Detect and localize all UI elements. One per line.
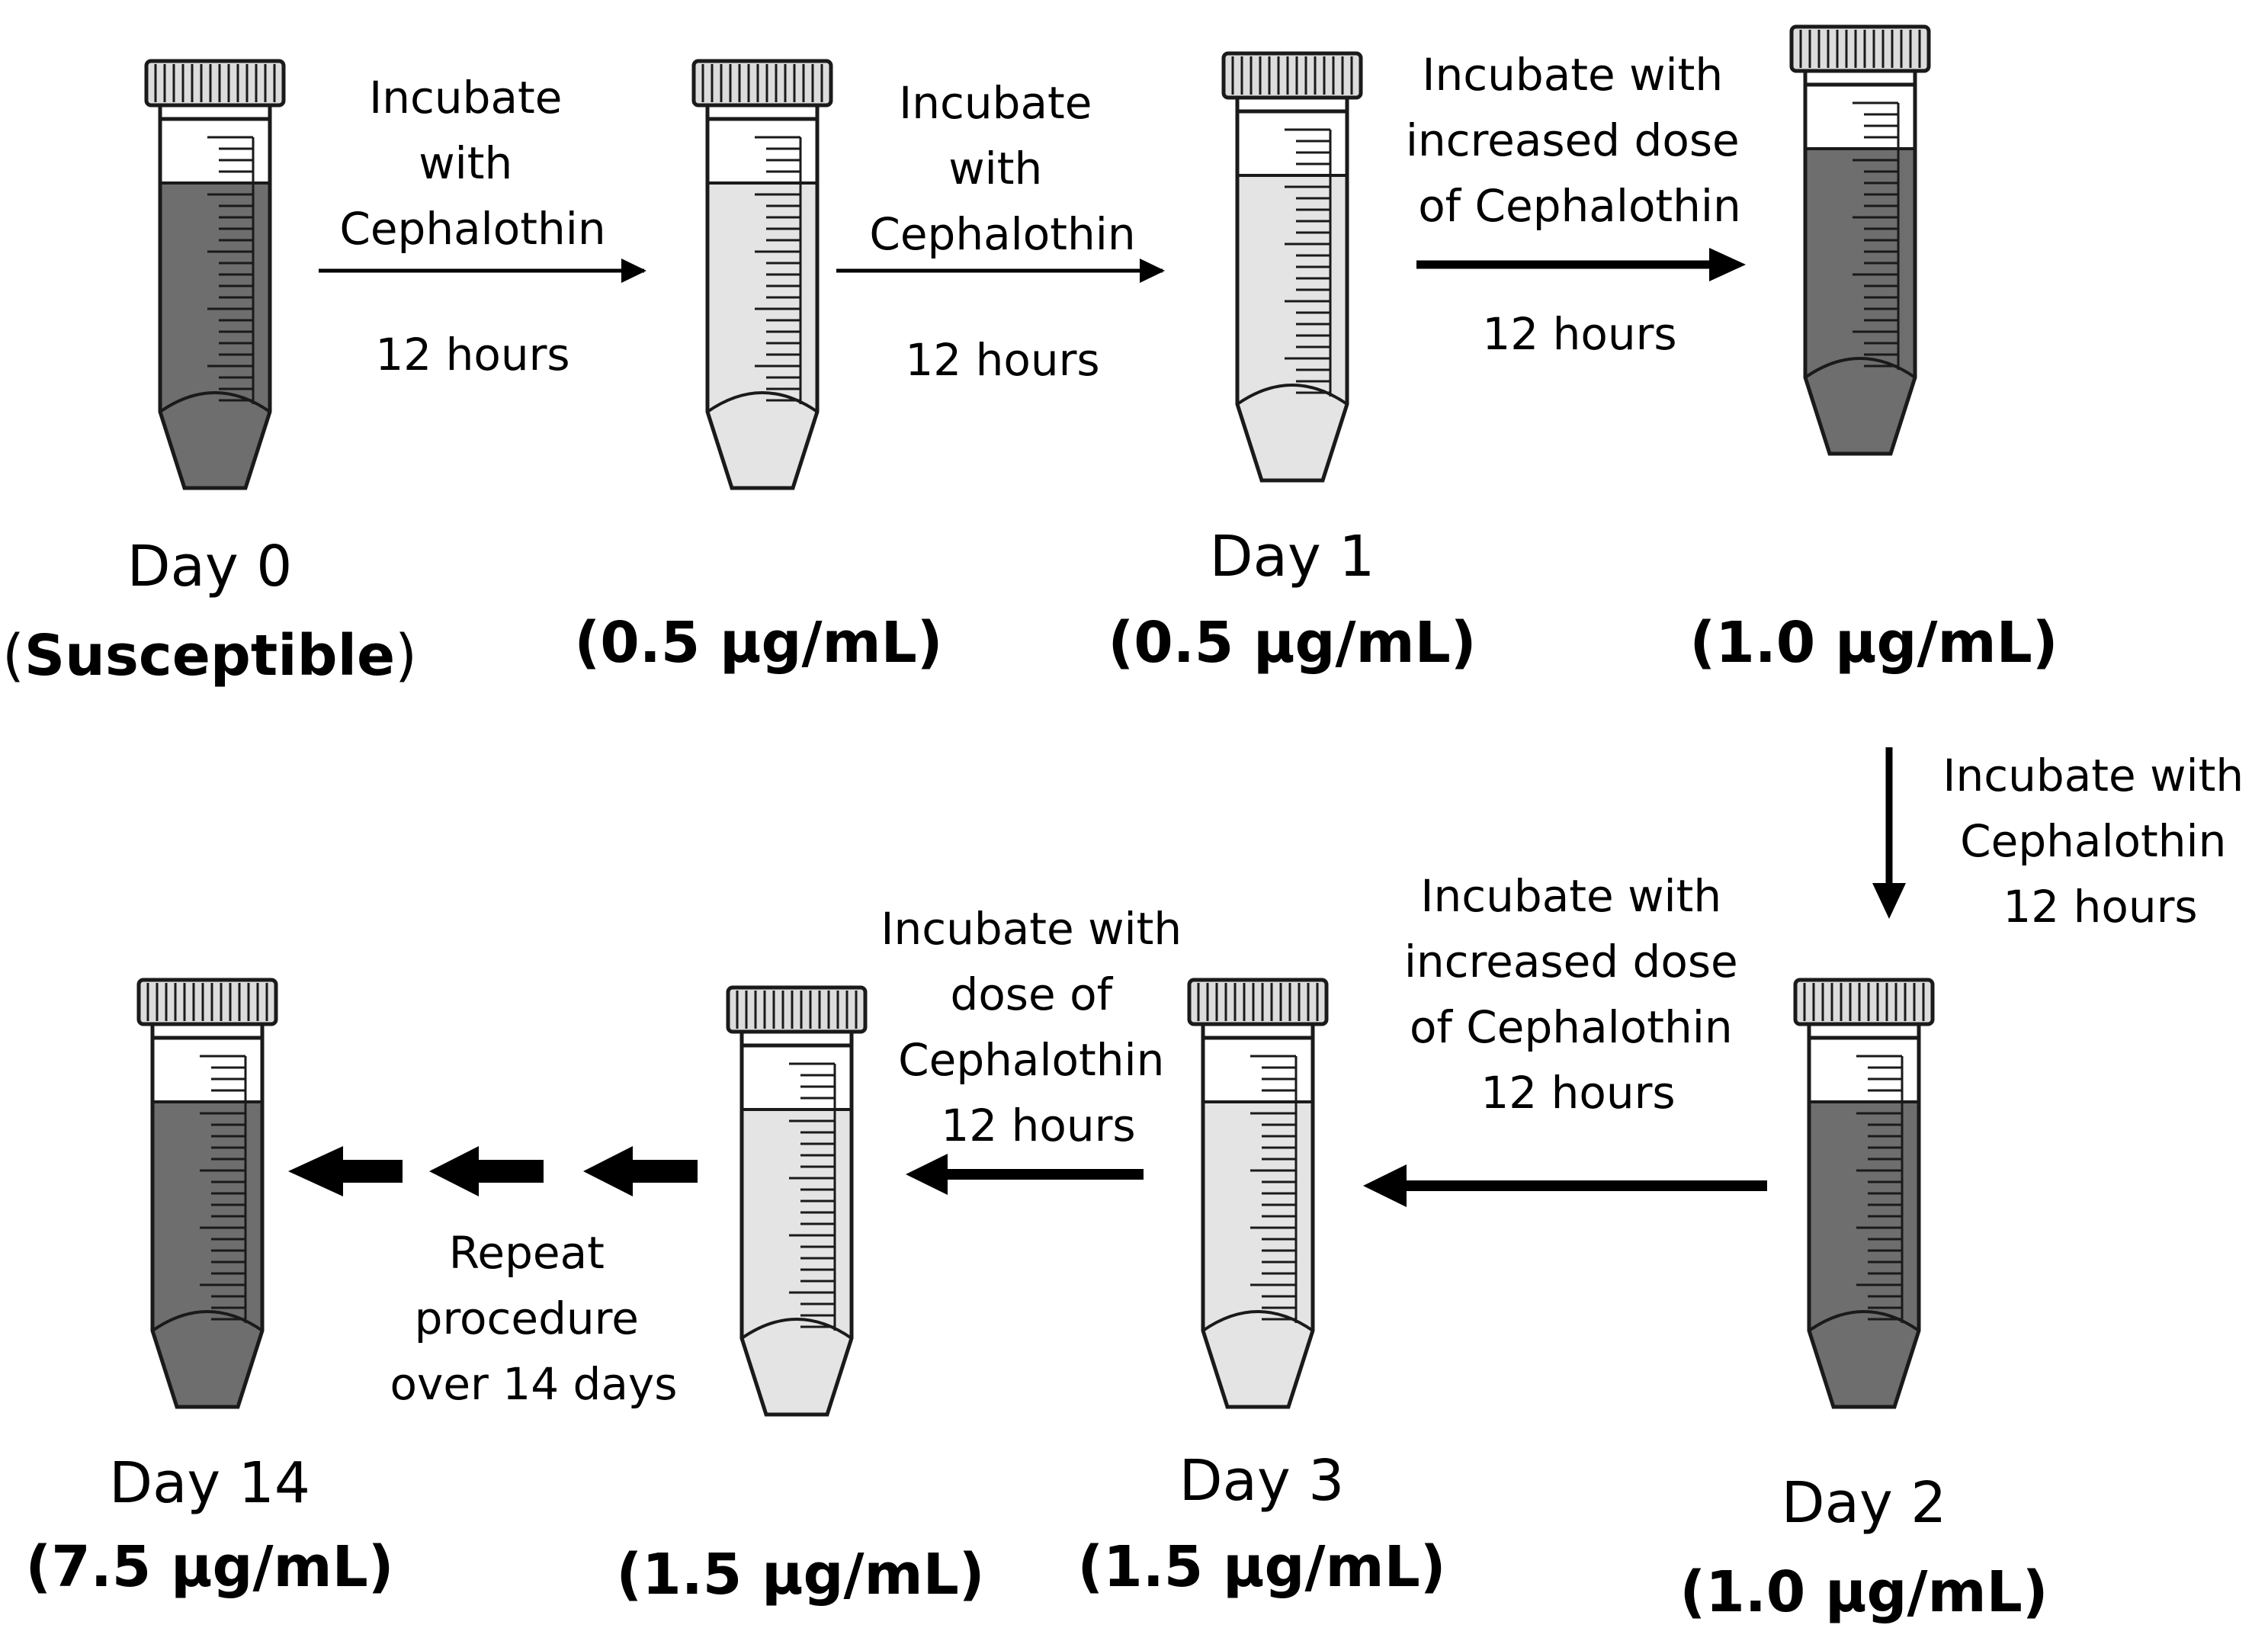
step-label: Incubate with Cephalothin xyxy=(339,72,605,255)
tube-conc-label: (1.0 μg/mL) xyxy=(1689,610,2058,676)
graduation-marks xyxy=(1250,1055,1298,1323)
arrowhead xyxy=(1872,883,1906,919)
tube-4 xyxy=(1789,24,1931,456)
tube-day-3 xyxy=(1187,978,1329,1409)
tube-cap xyxy=(1793,978,1935,1040)
tube-cap xyxy=(1789,24,1931,87)
culture-fill xyxy=(152,1102,262,1407)
tube-day-label: Day 0 xyxy=(127,534,293,599)
culture-fill xyxy=(707,183,817,488)
graduation-marks xyxy=(1853,101,1900,370)
arrowhead xyxy=(621,259,646,283)
step-label: Incubate with Cephalothin 12 hours xyxy=(1942,750,2257,933)
tube-conc-label: (1.5 μg/mL) xyxy=(616,1542,984,1607)
graduation-marks xyxy=(207,136,255,404)
culture-fill xyxy=(1809,1102,1919,1407)
culture-fill xyxy=(1203,1102,1313,1407)
step-duration: 12 hours xyxy=(375,329,569,381)
tube-cap xyxy=(136,978,278,1040)
arrowhead xyxy=(906,1154,948,1195)
step-duration: 12 hours xyxy=(905,334,1099,386)
step-label: Repeat procedure over 14 days xyxy=(390,1227,678,1410)
step-label: Incubate with dose of Cephalothin 12 hou… xyxy=(881,903,1195,1151)
culture-fill xyxy=(1237,175,1347,480)
step-label: Incubate with increased dose of Cephalot… xyxy=(1404,870,1752,1119)
tube-conc-label: (7.5 μg/mL) xyxy=(25,1534,393,1600)
arrowhead xyxy=(1363,1164,1407,1207)
tube-conc-label: (Susceptible) xyxy=(2,623,417,689)
step-label: Incubate with increased dose of Cephalot… xyxy=(1406,49,1753,232)
tube-day-0 xyxy=(144,59,286,490)
tube-cap xyxy=(691,59,833,121)
tube-cap xyxy=(144,59,286,121)
culture-fill xyxy=(1805,149,1915,454)
graduation-marks xyxy=(200,1055,247,1323)
tube-cap xyxy=(726,985,868,1048)
tube-day-label: Day 1 xyxy=(1210,524,1375,589)
tube-7 xyxy=(726,985,868,1417)
arrowhead xyxy=(1140,259,1165,283)
tube-2 xyxy=(691,59,833,490)
culture-fill xyxy=(742,1110,852,1415)
graduation-marks xyxy=(755,136,802,404)
tube-cap xyxy=(1221,51,1363,114)
graduation-marks xyxy=(1856,1055,1904,1323)
tube-day-2 xyxy=(1793,978,1935,1409)
graduation-marks xyxy=(1285,128,1332,397)
tube-conc-label: (0.5 μg/mL) xyxy=(574,610,942,676)
repeat-arrows xyxy=(288,1146,698,1196)
tube-conc-label: (1.0 μg/mL) xyxy=(1679,1559,2048,1625)
culture-fill xyxy=(160,183,270,488)
tube-cap xyxy=(1187,978,1329,1040)
tube-conc-label: (1.5 μg/mL) xyxy=(1077,1534,1445,1600)
step-label: Incubate with Cephalothin xyxy=(869,77,1135,260)
tube-day-label: Day 14 xyxy=(109,1450,310,1516)
tube-day-label: Day 3 xyxy=(1179,1448,1345,1514)
step-duration: 12 hours xyxy=(1482,308,1676,360)
tube-day-14 xyxy=(136,978,278,1409)
graduation-marks xyxy=(789,1062,836,1331)
arrowhead xyxy=(1709,248,1746,281)
tube-day-1 xyxy=(1221,51,1363,483)
tube-day-label: Day 2 xyxy=(1782,1470,1947,1536)
tube-conc-label: (0.5 μg/mL) xyxy=(1108,610,1476,676)
